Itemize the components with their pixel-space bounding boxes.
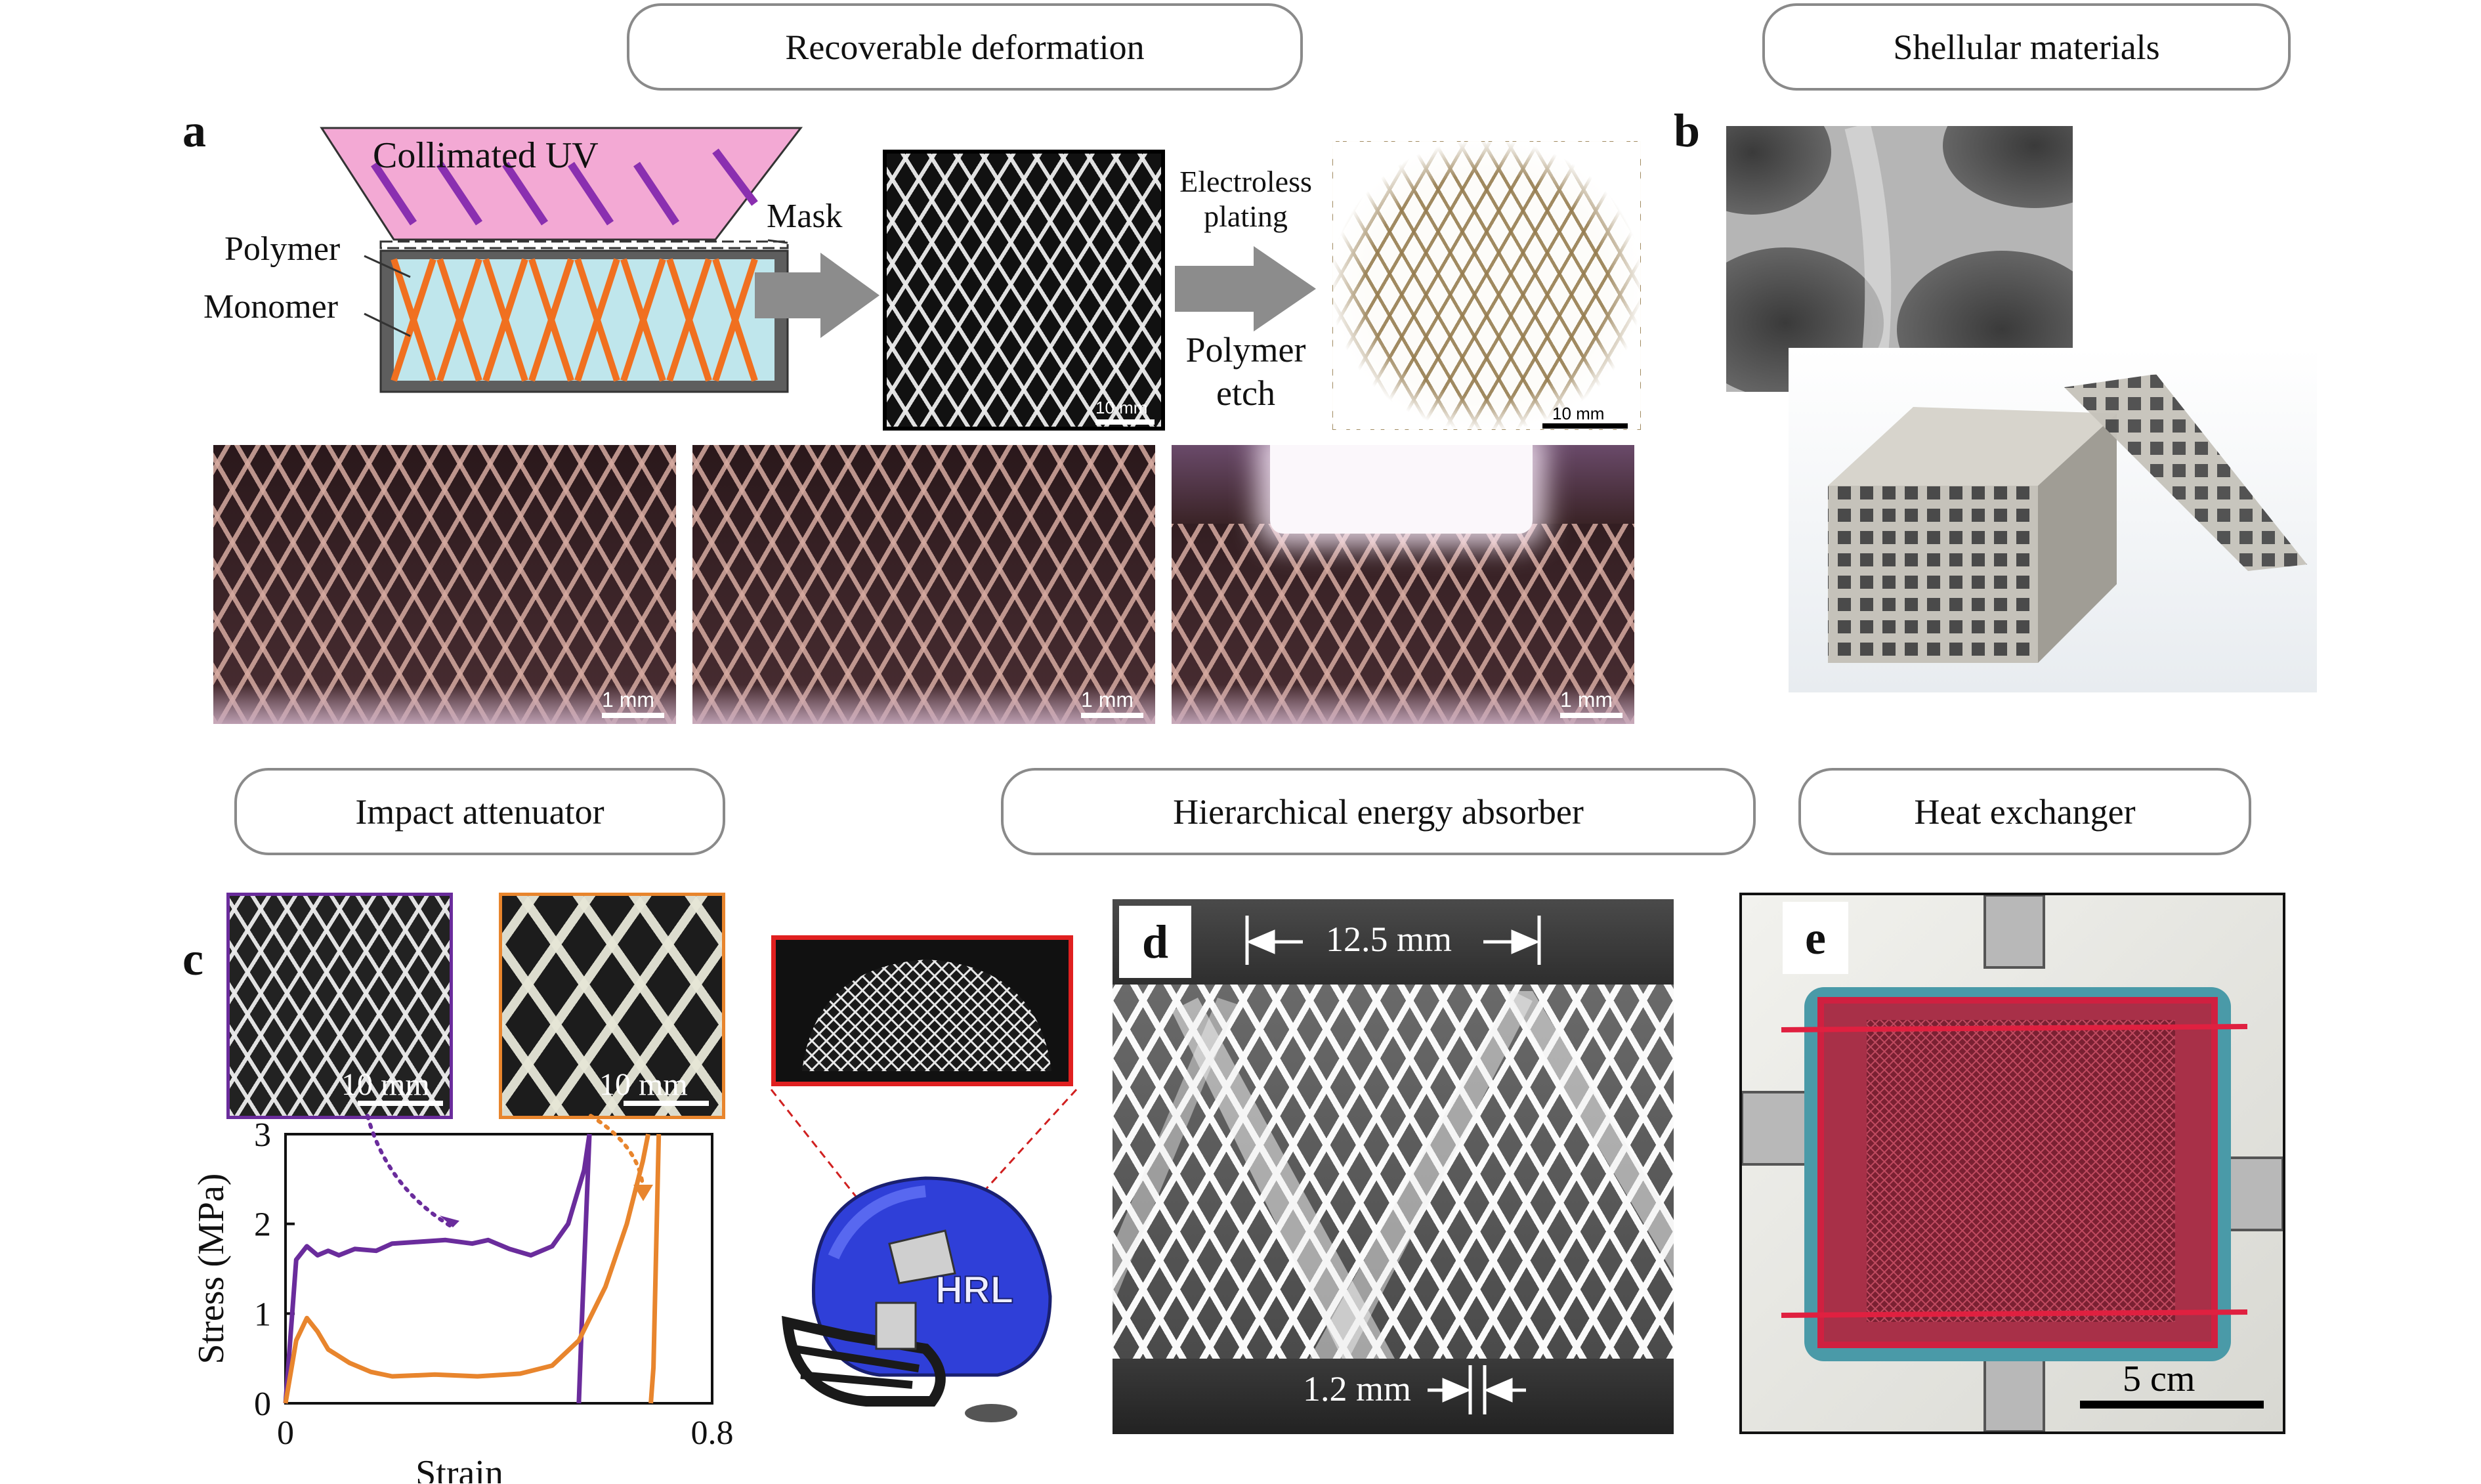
helmet-icon: HRL xyxy=(770,1088,1078,1422)
scale-bar xyxy=(1095,419,1155,425)
scale-label: 10 mm xyxy=(341,1067,430,1102)
dimension-label-12-5mm: 12.5 mm xyxy=(1326,920,1453,959)
hierarchical-lattice-photo: d 12.5 mm 1.2 mm xyxy=(1113,899,1674,1434)
scale-label: 1 mm xyxy=(602,688,654,711)
panel-letter-d: d xyxy=(1141,915,1169,968)
panel-letter-b: b xyxy=(1674,104,1701,157)
y-tick-label: 3 xyxy=(254,1116,271,1154)
shellular-lattice-render xyxy=(1789,348,2317,692)
uv-lithography-diagram xyxy=(320,127,803,393)
x-tick-label: 0.8 xyxy=(691,1414,734,1452)
orange-lattice-photo: 10 mm xyxy=(499,893,725,1119)
y-axis-label: Stress (MPa) xyxy=(191,1174,232,1365)
shellular-sem-image xyxy=(1726,126,2073,392)
helmet-lattice-inset xyxy=(771,935,1073,1086)
collimated-uv-label: Collimated UV xyxy=(373,135,599,176)
x-axis-label: Strain xyxy=(415,1453,503,1483)
x-tick-label: 0 xyxy=(277,1414,294,1452)
arrow-head-icon xyxy=(633,1185,653,1201)
scale-label: 10 mm xyxy=(1552,404,1605,423)
header-hierarchical-energy-absorber: Hierarchical energy absorber xyxy=(1001,768,1756,855)
monomer-label: Monomer xyxy=(203,288,339,326)
header-impact-attenuator: Impact attenuator xyxy=(234,768,725,855)
callout-arrows xyxy=(366,1114,653,1229)
compression-photo-2: 1 mm xyxy=(692,445,1155,724)
series-line-0 xyxy=(283,1134,592,1404)
scale-bar xyxy=(1560,713,1622,718)
metal-microlattice-photo: 10 mm xyxy=(1332,141,1641,430)
scale-bar xyxy=(624,1101,709,1106)
series-unload-line-1 xyxy=(648,1134,662,1404)
polymer-lattice-photo: 10 mm xyxy=(883,150,1165,431)
scale-bar xyxy=(1542,423,1628,429)
helmet-logo-text: HRL xyxy=(935,1269,1013,1311)
panel-letter-c: c xyxy=(182,933,203,985)
scale-label: 1 mm xyxy=(1560,688,1613,711)
scale-label: 5 cm xyxy=(2123,1359,2195,1399)
dimension-arrows xyxy=(1245,916,1541,1414)
heat-exchanger-photo: e 5 cm xyxy=(1739,893,2285,1434)
polymer-label: Polymer xyxy=(224,230,341,268)
scale-bar xyxy=(358,1101,443,1106)
mask-label: Mask xyxy=(767,198,843,235)
scale-label: 10 mm xyxy=(1095,398,1148,417)
purple-lattice-photo: 10 mm xyxy=(226,893,453,1119)
electroless-plating-label: Electroless plating xyxy=(1179,165,1312,233)
scale-bar xyxy=(602,713,664,718)
scale-bar xyxy=(1081,713,1143,718)
y-tick-label: 1 xyxy=(254,1296,271,1333)
panel-letter-e: e xyxy=(1805,911,1826,964)
compression-photo-1: 1 mm xyxy=(213,445,676,724)
y-tick-label: 2 xyxy=(254,1206,271,1244)
arrow-head-icon xyxy=(440,1216,459,1227)
scale-label: 10 mm xyxy=(599,1067,688,1102)
header-shellular-materials: Shellular materials xyxy=(1762,3,2291,91)
series-line-1 xyxy=(283,1134,650,1404)
panel-letter-e-box: e xyxy=(1783,902,1848,974)
y-tick-label: 0 xyxy=(254,1386,271,1423)
arrow-right-icon xyxy=(755,253,880,338)
compression-photo-3: 1 mm xyxy=(1172,445,1634,724)
fabrication-schematic: Collimated UV Mask Polymer Monomer xyxy=(197,125,860,407)
plot-frame xyxy=(284,1133,713,1405)
scale-label: 1 mm xyxy=(1081,688,1134,711)
header-heat-exchanger: Heat exchanger xyxy=(1798,768,2251,855)
arrow-right-icon xyxy=(1175,246,1316,331)
dimension-label-1-2mm: 1.2 mm xyxy=(1303,1369,1412,1409)
panel-letter-d-box: d xyxy=(1119,906,1191,978)
panel-letter-a: a xyxy=(182,104,206,157)
polymer-etch-label: Polymer etch xyxy=(1185,330,1306,413)
scale-bar xyxy=(2080,1401,2264,1409)
header-recoverable-deformation: Recoverable deformation xyxy=(627,3,1303,91)
